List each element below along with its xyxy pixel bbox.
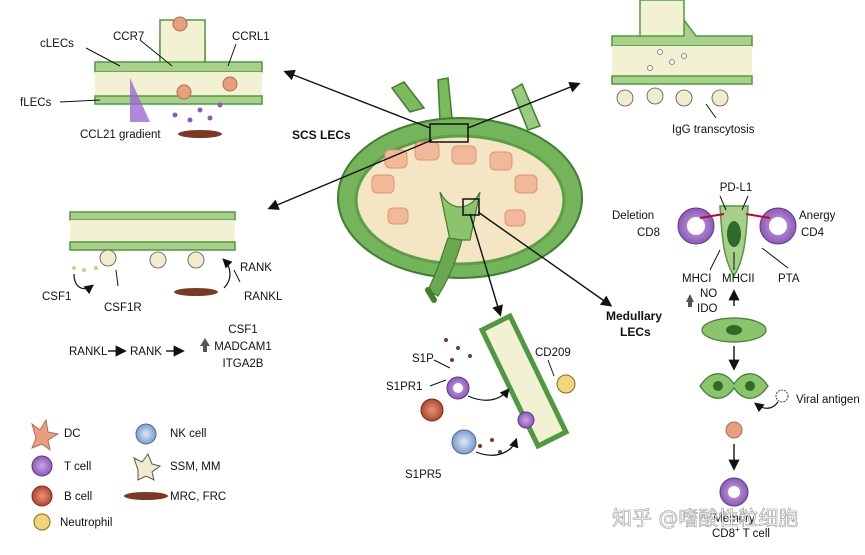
label-mhcii: MHCII — [722, 273, 755, 285]
label-scs-lecs: SCS LECs — [292, 128, 351, 142]
label-s1pr5: S1PR5 — [405, 469, 441, 481]
label-s1p: S1P — [412, 353, 434, 365]
connector-arrows — [267, 69, 613, 317]
label-flecs: fLECs — [20, 97, 52, 109]
label-memory-cd8-t-cell: CD8+ T cell — [712, 525, 770, 540]
legend-label: MRC, FRC — [170, 491, 226, 503]
up-arrow-icon — [200, 338, 210, 346]
legend-item-nk-cell: NK cell — [135, 423, 206, 445]
label-cd209: CD209 — [535, 347, 571, 359]
label-mhci: MHCI — [682, 273, 711, 285]
label-s1pr1: S1PR1 — [386, 381, 422, 393]
label-ido: IDO — [697, 303, 718, 315]
output-itga2b: ITGA2B — [223, 358, 264, 370]
legend-label: NK cell — [170, 428, 206, 440]
nk-cell-icon — [135, 423, 157, 445]
scs-lec-panel: cLECs CCR7 CCRL1 fLECs CCL21 gradient SC… — [20, 16, 351, 142]
medullary-tolerance-panel: PD-L1 Deletion CD8 Anergy CD4 MHCI MHCII… — [606, 182, 860, 540]
label-rank: RANK — [240, 262, 272, 274]
label-pta: PTA — [778, 273, 800, 285]
watermark: 知乎 @嗜酸性粒细胞 — [612, 506, 798, 530]
label-lecs: LECs — [620, 325, 651, 339]
label-ccl21-gradient: CCL21 gradient — [80, 129, 161, 141]
label-csf1: CSF1 — [42, 291, 71, 303]
up-arrow-icon — [686, 294, 694, 302]
label-deletion: Deletion — [612, 210, 654, 222]
legend-item-t-cell: T cell — [31, 455, 91, 477]
legend-item-mrc-frc: MRC, FRC — [124, 491, 226, 503]
label-cd4: CD4 — [801, 227, 825, 239]
lymph-node — [337, 77, 583, 303]
label-medullary: Medullary — [606, 309, 662, 323]
label-ccrl1: CCRL1 — [232, 31, 270, 43]
legend-label: SSM, MM — [170, 461, 220, 473]
label-igg-transcytosis: IgG transcytosis — [672, 124, 755, 136]
pathway-rank: RANK — [130, 346, 162, 358]
label-ccr7: CCR7 — [113, 31, 144, 43]
legend-item-b-cell: B cell — [31, 485, 92, 507]
legend-item-dc: DC — [31, 418, 81, 452]
lymphatic-egress-panel: S1P S1PR1 S1PR5 CD209 — [386, 312, 576, 481]
stromal-cell-icon — [124, 492, 168, 500]
output-csf1: CSF1 — [228, 324, 257, 336]
b-cell-icon — [31, 485, 53, 507]
pathway-rankl: RANKL — [69, 346, 108, 358]
legend-label: B cell — [64, 491, 92, 503]
neutrophil-icon — [33, 513, 51, 531]
igg-transcytosis-panel: IgG transcytosis — [611, 0, 755, 136]
macrophage-icon — [133, 452, 162, 481]
legend-label: T cell — [64, 461, 91, 473]
label-pd-l1: PD-L1 — [720, 182, 753, 194]
output-madcam1: MADCAM1 — [214, 341, 272, 353]
label-cd8: CD8 — [637, 227, 660, 239]
dc-icon — [31, 418, 60, 452]
label-memory: Memory — [713, 513, 755, 525]
legend-label: Neutrophil — [60, 517, 112, 529]
label-csf1r: CSF1R — [104, 302, 142, 314]
macrophage-niche-panel: CSF1 CSF1R RANK RANKL RANKL RANK CSF1 MA… — [42, 211, 283, 370]
legend-item-neutrophil: Neutrophil — [33, 513, 112, 531]
legend: DC NK cell T cell SSM, MM B cell MRC, FR… — [31, 418, 226, 531]
label-anergy: Anergy — [799, 210, 836, 222]
t-cell-icon — [31, 455, 53, 477]
legend-label: DC — [64, 428, 81, 440]
label-clecs: cLECs — [40, 38, 74, 50]
label-viral-antigen: Viral antigen — [796, 394, 860, 406]
legend-item-ssm-mm: SSM, MM — [133, 452, 220, 481]
label-no: NO — [700, 288, 717, 300]
label-rankl: RANKL — [244, 291, 283, 303]
